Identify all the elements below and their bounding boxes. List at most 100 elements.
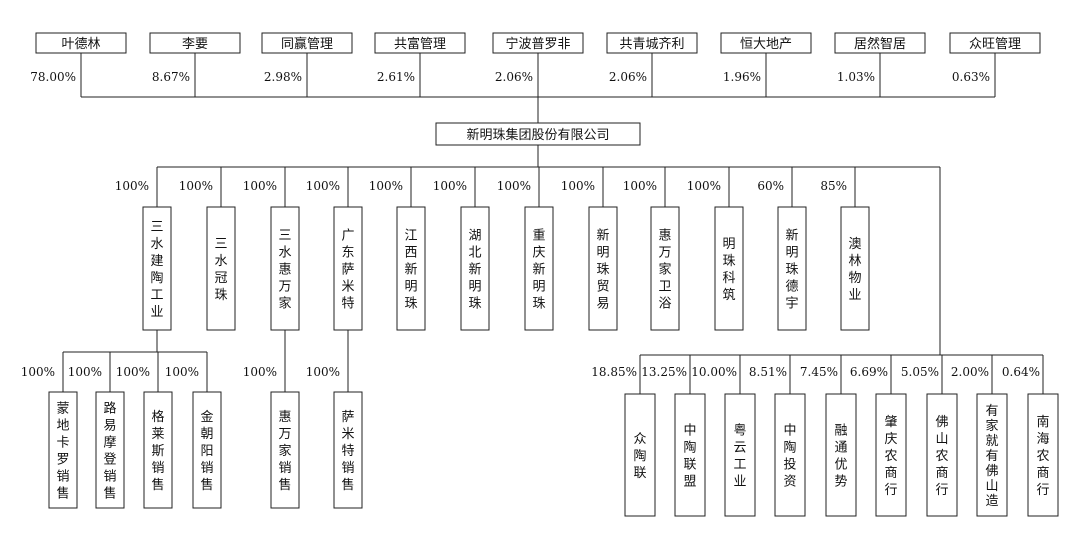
subsidiary-pct-0: 100% <box>115 179 149 193</box>
subsidiary-9: 明珠科筑 <box>714 206 744 331</box>
investee-2-box <box>724 393 756 517</box>
investee-1: 中陶联盟 <box>674 393 706 517</box>
investee-6-label: 佛山农商行 <box>935 415 948 498</box>
subsidiary-1-label: 三水冠珠 <box>214 237 227 303</box>
sub-a-3-label: 金朝阳销售 <box>200 409 213 493</box>
shareholder-5-label: 共青城齐利 <box>619 36 684 52</box>
investee-1-box <box>674 393 706 517</box>
company: 新明珠集团股份有限公司 <box>435 122 641 146</box>
shareholder-2: 同赢管理 <box>261 32 353 54</box>
shareholder-pct-2: 2.98% <box>264 70 302 84</box>
subsidiary-pct-2: 100% <box>243 179 277 193</box>
investee-pct-4: 7.45% <box>800 365 838 379</box>
sub-a-pct-2: 100% <box>116 365 150 379</box>
subsidiary-9-box <box>714 206 744 331</box>
investee-pct-6: 5.05% <box>901 365 939 379</box>
investee-5-box <box>875 393 907 517</box>
investee-7-box <box>976 393 1008 517</box>
sub-b-0-box <box>270 391 300 509</box>
investee-pct-2: 10.00% <box>691 365 737 379</box>
company-label: 新明珠集团股份有限公司 <box>466 127 609 143</box>
subsidiary-pct-7: 100% <box>561 179 595 193</box>
investee-pct-0: 18.85% <box>591 365 637 379</box>
diagram-nodes: 叶德林78.00%李要8.67%同赢管理2.98%共富管理2.61%宁波普罗非2… <box>21 32 1059 517</box>
investee-3-label: 中陶投资 <box>783 424 796 490</box>
shareholder-3-box <box>374 32 466 54</box>
investee-0: 众陶联 <box>624 393 656 517</box>
subsidiary-8-label: 惠万家卫浴 <box>658 229 671 312</box>
shareholder-6-box <box>720 32 812 54</box>
shareholder-7-label: 居然智居 <box>854 36 906 52</box>
shareholder-4-box <box>492 32 584 54</box>
shareholder-4-label: 宁波普罗非 <box>505 36 570 52</box>
subsidiary-6-box <box>524 206 554 331</box>
sub-b-0-label: 惠万家销售 <box>278 410 291 493</box>
investee-2: 粤云工业 <box>724 393 756 517</box>
shareholder-0-box <box>35 32 127 54</box>
sub-a-3: 金朝阳销售 <box>192 391 222 509</box>
subsidiary-6-label: 重庆新明珠 <box>532 228 545 312</box>
investee-0-label: 众陶联 <box>633 432 646 481</box>
investee-pct-1: 13.25% <box>641 365 687 379</box>
shareholder-7-box <box>834 32 926 54</box>
shareholder-6-label: 恒大地产 <box>740 37 792 52</box>
sub-a-1: 路易摩登销售 <box>95 391 125 509</box>
subsidiary-10: 新明珠德宇 <box>777 206 807 331</box>
sub-a-pct-0: 100% <box>21 365 55 379</box>
investee-4-label: 融通优势 <box>834 424 847 490</box>
shareholder-6: 恒大地产 <box>720 32 812 54</box>
subsidiary-pct-4: 100% <box>369 179 403 193</box>
sub-c-pct-0: 100% <box>306 365 340 379</box>
subsidiary-pct-6: 100% <box>497 179 531 193</box>
sub-c-0-label: 萨米特销售 <box>341 410 354 493</box>
shareholder-8: 众旺管理 <box>949 32 1041 54</box>
subsidiary-pct-3: 100% <box>306 179 340 193</box>
shareholder-5-box <box>606 32 698 54</box>
shareholder-2-label: 同赢管理 <box>281 36 333 52</box>
shareholder-3-label: 共富管理 <box>394 36 446 52</box>
shareholder-3: 共富管理 <box>374 32 466 54</box>
investee-4-box <box>825 393 857 517</box>
subsidiary-5-box <box>460 206 490 331</box>
subsidiary-2-label: 三水惠万家 <box>278 229 291 312</box>
sub-a-2-box <box>143 391 173 509</box>
shareholder-8-box <box>949 32 1041 54</box>
sub-a-2-label: 格莱斯销售 <box>151 409 164 493</box>
subsidiary-10-label: 新明珠德宇 <box>785 228 798 312</box>
sub-a-2: 格莱斯销售 <box>143 391 173 509</box>
investee-5-label: 肇庆农商行 <box>884 415 897 498</box>
subsidiary-0-box <box>142 206 172 331</box>
sub-a-pct-3: 100% <box>165 365 199 379</box>
investee-pct-8: 0.64% <box>1002 365 1040 379</box>
shareholder-pct-3: 2.61% <box>377 70 415 84</box>
investee-pct-3: 8.51% <box>749 365 787 379</box>
sub-a-3-box <box>192 391 222 509</box>
subsidiary-5: 湖北新明珠 <box>460 206 490 331</box>
shareholder-5: 共青城齐利 <box>606 32 698 54</box>
shareholder-pct-5: 2.06% <box>609 70 647 84</box>
shareholder-pct-1: 8.67% <box>152 70 190 84</box>
shareholder-pct-8: 0.63% <box>952 70 990 84</box>
investee-8: 南海农商行 <box>1027 393 1059 517</box>
shareholder-2-box <box>261 32 353 54</box>
subsidiary-11-box <box>840 206 870 331</box>
sub-b-pct-0: 100% <box>243 365 277 379</box>
sub-a-0: 蒙地卡罗销售 <box>48 391 78 509</box>
shareholder-pct-4: 2.06% <box>495 70 533 84</box>
sub-a-1-box <box>95 391 125 509</box>
connector-lines <box>62 53 1044 394</box>
subsidiary-4-box <box>396 206 426 331</box>
company-box <box>435 122 641 146</box>
sub-a-0-label: 蒙地卡罗销售 <box>56 402 69 502</box>
subsidiary-11-label: 澳林物业 <box>848 236 861 303</box>
sub-a-pct-1: 100% <box>68 365 102 379</box>
subsidiary-8: 惠万家卫浴 <box>650 206 680 331</box>
subsidiary-8-box <box>650 206 680 331</box>
investee-6: 佛山农商行 <box>926 393 958 517</box>
subsidiary-11: 澳林物业 <box>840 206 870 331</box>
investee-3-box <box>774 393 806 517</box>
shareholder-0: 叶德林 <box>35 32 127 54</box>
investee-5: 肇庆农商行 <box>875 393 907 517</box>
subsidiary-2: 三水惠万家 <box>270 206 300 331</box>
